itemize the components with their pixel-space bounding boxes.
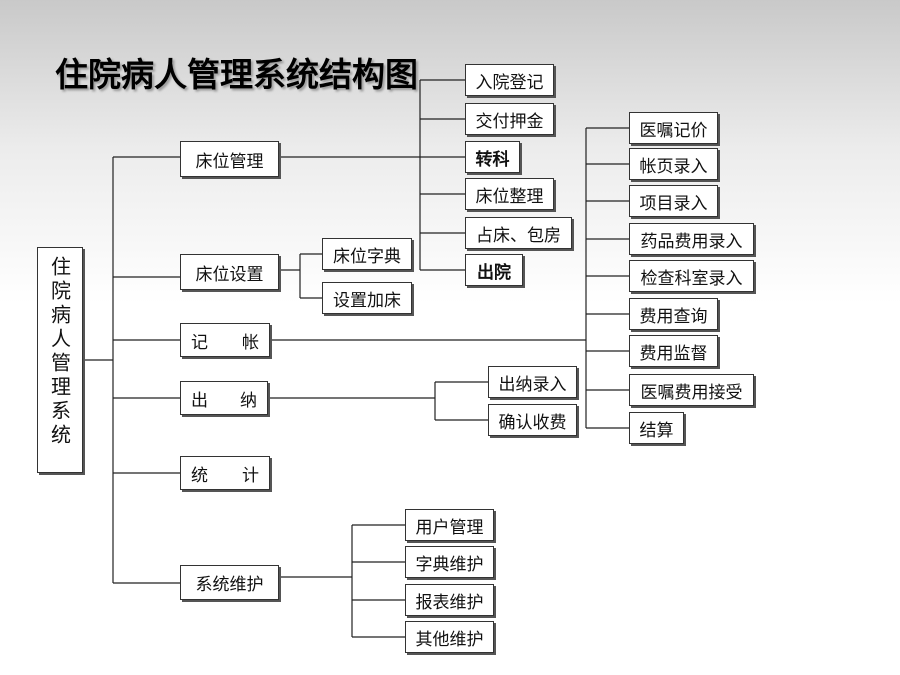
node-item-entry: 项目录入 — [629, 185, 718, 217]
node-label: 确认收费 — [498, 412, 567, 433]
node-fee-query: 费用查询 — [629, 298, 718, 330]
node-label: 出纳录入 — [498, 374, 567, 395]
node-settlement: 结算 — [629, 412, 684, 444]
node-label: 出院 — [477, 262, 511, 283]
node-label: 其他维护 — [415, 629, 484, 650]
node-label: 药品费用录入 — [640, 231, 743, 252]
node-label: 床位设置 — [195, 264, 264, 285]
node-label: 字典维护 — [415, 554, 484, 575]
node-bed-occupy: 占床、包房 — [465, 217, 572, 249]
node-dictionary-maintenance: 字典维护 — [405, 546, 494, 578]
node-drug-fee-entry: 药品费用录入 — [629, 223, 754, 255]
node-label: 床位整理 — [475, 186, 544, 207]
node-extra-bed: 设置加床 — [322, 282, 412, 314]
node-fee-supervision: 费用监督 — [629, 335, 718, 367]
node-label: 床位字典 — [333, 246, 401, 267]
node-ledger-entry: 帐页录入 — [629, 148, 718, 180]
node-confirm-payment: 确认收费 — [488, 404, 577, 436]
node-transfer: 转科 — [465, 141, 520, 173]
node-label: 用户管理 — [415, 517, 484, 538]
node-label-part: 计 — [242, 465, 259, 486]
node-cashier-entry: 出纳录入 — [488, 366, 577, 398]
node-label: 转科 — [475, 149, 510, 170]
node-label: 报表维护 — [415, 592, 484, 613]
node-label-part: 出 — [191, 390, 208, 411]
node-label: 项目录入 — [639, 193, 708, 214]
node-user-management: 用户管理 — [405, 509, 494, 541]
node-bed-dictionary: 床位字典 — [322, 238, 412, 270]
node-label: 系统维护 — [195, 575, 264, 595]
node-report-maintenance: 报表维护 — [405, 584, 494, 616]
node-bed-arrangement: 床位整理 — [465, 178, 554, 210]
root-label: 住院病人管理系统 — [47, 256, 72, 448]
diagram-title: 住院病人管理系统结构图 — [55, 55, 418, 94]
node-system-maintenance: 系统维护 — [180, 565, 279, 600]
node-admission: 入院登记 — [465, 64, 554, 96]
node-label: 检查科室录入 — [640, 268, 743, 289]
node-bed-management: 床位管理 — [180, 141, 279, 177]
node-label: 设置加床 — [333, 290, 401, 311]
node-exam-dept-entry: 检查科室录入 — [629, 260, 754, 292]
node-label: 交付押金 — [475, 111, 544, 132]
node-label: 床位管理 — [195, 151, 264, 172]
node-discharge: 出院 — [465, 254, 523, 286]
node-label: 医嘱记价 — [639, 120, 708, 141]
node-other-maintenance: 其他维护 — [405, 621, 494, 653]
node-deposit: 交付押金 — [465, 103, 554, 135]
root-node: 住院病人管理系统 — [37, 247, 83, 473]
node-label-part: 记 — [191, 332, 208, 353]
node-order-pricing: 医嘱记价 — [629, 112, 718, 144]
node-label: 结算 — [639, 420, 674, 441]
node-label: 医嘱费用接受 — [640, 382, 743, 403]
node-bed-setup: 床位设置 — [180, 254, 279, 290]
node-label: 费用监督 — [639, 343, 708, 364]
node-statistics: 统计 — [180, 456, 270, 490]
node-label-part: 帐 — [242, 332, 259, 353]
node-label-part: 纳 — [240, 390, 257, 411]
node-cashier: 出纳 — [180, 381, 268, 415]
node-label: 入院登记 — [475, 72, 544, 93]
node-accounting: 记帐 — [180, 323, 270, 357]
node-label: 帐页录入 — [639, 156, 708, 177]
node-label: 费用查询 — [639, 306, 708, 327]
node-label-part: 统 — [191, 465, 208, 486]
node-order-fee-accept: 医嘱费用接受 — [629, 374, 754, 406]
node-label: 占床、包房 — [476, 225, 561, 246]
